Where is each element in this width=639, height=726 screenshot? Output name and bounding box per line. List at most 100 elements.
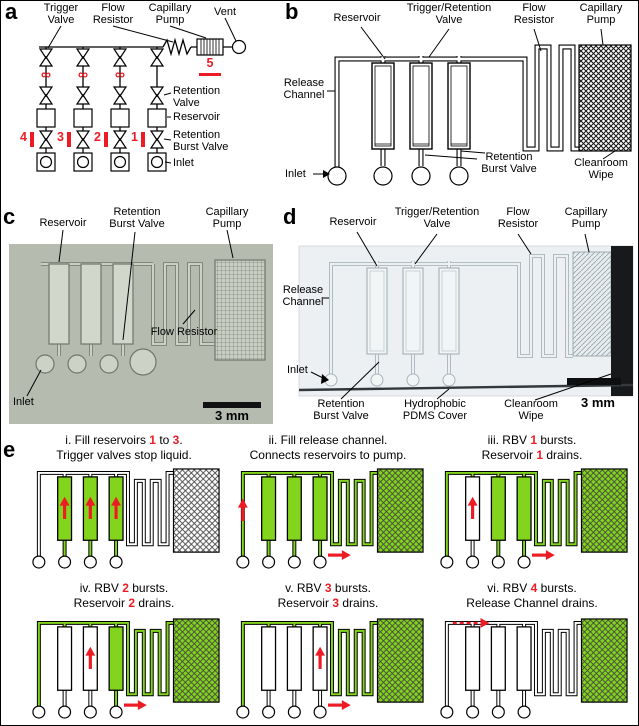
panel-e: e i. Fill reservoirs 1 to 3. Trigger val… (1, 431, 638, 725)
label-trigger-valve: Trigger Valve (43, 2, 79, 27)
inlets (236, 705, 327, 719)
panel-c-photo (9, 229, 273, 424)
label-retention-burst-valve: Retention Burst Valve (109, 206, 165, 231)
label-inlet: Inlet (287, 364, 308, 376)
capillary-pump (572, 251, 612, 357)
label-retention-valve: Retention Valve (173, 85, 221, 110)
label-reservoir: Reservoir (333, 12, 381, 24)
label-reservoir: Reservoir (329, 216, 377, 228)
diagram-step-i (32, 468, 220, 569)
leader-lines (26, 229, 234, 397)
label-capillary-pump: Capillary Pump (205, 206, 249, 231)
trigger-valve-symbols (38, 48, 165, 67)
caption-line: ii. Fill release channel. (268, 433, 388, 447)
label-release-channel: Release Channel (282, 284, 324, 309)
inlets (440, 705, 531, 719)
pump-number-5: 5 (206, 56, 214, 70)
reservoirs (366, 267, 460, 355)
cleanroom-wipe-strip (611, 246, 633, 396)
rbv-number-3: 3 (57, 130, 64, 144)
label-hydrophobic-pdms-cover: Hydrophobic PDMS Cover (402, 398, 468, 423)
reservoir-1 (261, 476, 277, 557)
diagram-step-ii (236, 468, 424, 569)
leader-lines (310, 231, 612, 401)
caption-line: v. RBV 3 bursts. (285, 581, 371, 595)
label-trigger-retention-valve: Trigger/Retention Valve (406, 2, 492, 27)
reservoir-2 (490, 476, 506, 557)
leader-lines (313, 26, 616, 178)
label-release-channel: Release Channel (283, 77, 325, 102)
flow-arrow-right (328, 700, 351, 711)
flow-arrow-dashed (452, 617, 490, 628)
reservoir-3 (516, 626, 532, 707)
scale-label: 3 mm (581, 395, 615, 410)
infinity-symbol: ∞ (115, 66, 125, 82)
retention-valve-symbols (38, 86, 165, 105)
panel-c: c Reservoir Retention Burst Valve Capill… (1, 206, 281, 431)
label-flow-resistor: Flow Resistor (497, 206, 539, 231)
reservoir-1 (261, 626, 277, 707)
label-inlet: Inlet (13, 396, 34, 408)
caption-step-iii: iii. RBV 1 bursts. Reservoir 1 drains. (433, 433, 631, 462)
label-flow-resistor: Flow Resistor (513, 2, 555, 27)
flow-arrow-right (532, 550, 555, 561)
inlets (236, 555, 327, 569)
diagram-step-iv (32, 618, 220, 719)
label-capillary-pump: Capillary Pump (564, 206, 608, 231)
caption-line: Reservoir 3 drains. (277, 595, 379, 610)
caption-line: Reservoir 2 drains. (73, 595, 175, 610)
reservoir-2 (490, 626, 506, 707)
reservoir-2 (286, 476, 302, 557)
caption-step-vi: vi. RBV 4 bursts. Release Channel drains… (433, 581, 631, 610)
panel-b: b Reservoir Trigger/Retention Valve Flow… (281, 1, 638, 206)
diagram-step-iii (440, 468, 628, 569)
diagram-step-v (236, 618, 424, 719)
label-inlet: Inlet (285, 168, 306, 180)
caption-line: iii. RBV 1 bursts. (487, 433, 577, 447)
capillary-pump (376, 618, 424, 703)
label-flow-resistor: Flow Resistor (150, 326, 218, 338)
capillary-pump-symbol (196, 38, 247, 56)
flow-resistor-symbol (162, 37, 192, 57)
caption-step-ii: ii. Fill release channel. Connects reser… (229, 433, 427, 462)
caption-line: vi. RBV 4 bursts. (487, 581, 577, 595)
capillary-pump (172, 618, 220, 703)
reservoir-1 (57, 626, 73, 707)
scale-bar (203, 402, 261, 408)
label-capillary-pump: Capillary Pump (579, 2, 623, 27)
caption-line: Trigger valves stop liquid. (56, 447, 192, 462)
caption-line: Reservoir 1 drains. (481, 447, 583, 462)
rbv-number-bars (30, 73, 221, 147)
caption-step-v: v. RBV 3 bursts. Reservoir 3 drains. (229, 581, 427, 610)
scale-label: 3 mm (215, 408, 249, 423)
capillary-pump (214, 259, 266, 361)
panel-d: d Reservoir Trigger/Retention Valve Flow… (281, 204, 638, 431)
inlets (35, 348, 157, 376)
reservoir-3 (108, 626, 124, 707)
panel-d-letter: d (283, 204, 297, 229)
label-trigger-retention-valve: Trigger/Retention Valve (394, 206, 480, 231)
panel-e-letter: e (3, 437, 16, 462)
panel-a: a Trigger Valve Flow Resistor Capillary … (1, 1, 281, 206)
label-retention-burst-valve: Retention Burst Valve (313, 398, 369, 423)
reservoirs (371, 62, 471, 150)
inlets (32, 555, 123, 569)
label-flow-resistor: Flow Resistor (92, 2, 134, 27)
caption-line: iv. RBV 2 bursts. (79, 581, 169, 595)
infinity-symbol: ∞ (78, 66, 88, 82)
label-vent: Vent (213, 6, 237, 18)
inlet-symbols (36, 152, 167, 172)
label-cleanroom-wipe: Cleanroom Wipe (504, 398, 558, 423)
capillary-pump (580, 468, 628, 553)
capillary-pump (578, 44, 632, 152)
label-reservoir: Reservoir (173, 111, 221, 123)
rbv-number-2: 2 (94, 130, 101, 144)
inlets (324, 373, 456, 387)
label-capillary-pump: Capillary Pump (148, 2, 192, 27)
reservoir-symbols (36, 108, 167, 128)
rbv-number-4: 4 (20, 130, 27, 144)
channels (334, 44, 579, 167)
inlets (327, 166, 469, 186)
label-cleanroom-wipe: Cleanroom Wipe (574, 157, 628, 182)
